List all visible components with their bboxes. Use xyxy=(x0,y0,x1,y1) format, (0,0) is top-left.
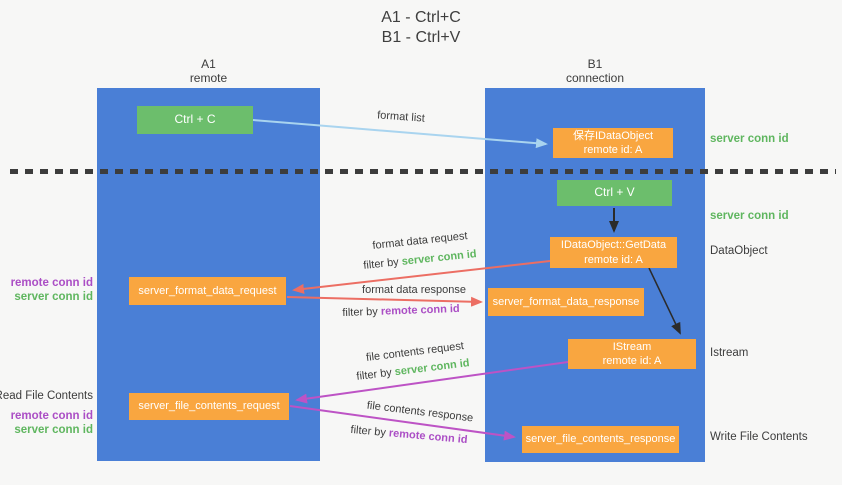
dataobject-label: DataObject xyxy=(710,245,768,257)
filter-by-text: filter by xyxy=(362,255,403,272)
remote-conn-id-text: remote conn id xyxy=(380,302,460,318)
save-idataobject-line1: 保存IDataObject xyxy=(572,129,654,142)
ctrl-v-label: Ctrl + V xyxy=(594,185,635,200)
lane-a1-name: A1 xyxy=(201,57,216,71)
filter-by-remote-conn-id-label-2: filter by remote conn id xyxy=(350,424,468,446)
idataobject-getdata-node: IDataObject::GetData remote id: A xyxy=(550,237,677,268)
ctrl-v-node: Ctrl + V xyxy=(557,180,672,206)
filter-by-text: filter by xyxy=(355,366,396,383)
server-file-contents-request-node: server_file_contents_request xyxy=(129,393,289,420)
left-remote-conn-id-label-1: remote conn id xyxy=(10,277,93,289)
left-server-conn-id-label-1: server conn id xyxy=(14,291,93,303)
server-format-data-request-node: server_format_data_request xyxy=(129,277,286,305)
ctrl-c-node: Ctrl + C xyxy=(137,106,253,134)
left-server-conn-id-label-2: server conn id xyxy=(14,424,93,436)
diagram-title: A1 - Ctrl+C B1 - Ctrl+V xyxy=(0,8,842,48)
save-idataobject-line2: remote id: A xyxy=(583,144,643,156)
title-line-a1: A1 - Ctrl+C xyxy=(381,9,461,26)
filter-by-remote-conn-id-label-1: filter by remote conn id xyxy=(342,303,460,319)
title-line-b1: B1 - Ctrl+V xyxy=(381,29,461,46)
right-server-conn-id-top-label: server conn id xyxy=(710,133,789,145)
getdata-line2: remote id: A xyxy=(584,253,643,266)
lane-header-b1: B1 connection xyxy=(485,57,705,85)
istream-side-label: Istream xyxy=(710,347,749,359)
file-contents-response-label: file contents response xyxy=(366,399,474,425)
dotted-separator-line xyxy=(10,169,836,174)
filter-by-text: filter by xyxy=(342,305,382,320)
server-conn-id-text: server conn id xyxy=(394,357,471,379)
server-file-contents-response-node: server_file_contents_response xyxy=(522,426,679,453)
read-file-contents-label: Read File Contents xyxy=(0,390,93,402)
filter-by-server-conn-id-label-1: filter by server conn id xyxy=(363,248,477,272)
file-request-label: server_file_contents_request xyxy=(138,400,280,413)
file-response-label: server_file_contents_response xyxy=(525,433,676,446)
format-request-label: server_format_data_request xyxy=(138,284,277,297)
server-conn-id-text: server conn id xyxy=(401,248,478,268)
save-idataobject-node: 保存IDataObject remote id: A xyxy=(553,128,673,158)
format-response-label: server_format_data_response xyxy=(492,295,640,308)
lane-b1-name: B1 xyxy=(587,57,603,71)
istream-node: IStream remote id: A xyxy=(568,339,696,369)
format-list-label: format list xyxy=(376,109,426,125)
istream-line2: remote id: A xyxy=(602,355,662,367)
lane-header-a1: A1 remote xyxy=(97,57,320,85)
istream-line1: IStream xyxy=(612,340,652,353)
remote-conn-id-text: remote conn id xyxy=(388,427,468,447)
left-remote-conn-id-label-2: remote conn id xyxy=(10,410,93,422)
right-server-conn-id-mid-label: server conn id xyxy=(710,210,789,222)
lane-b1-subtitle: connection xyxy=(565,71,625,85)
write-file-contents-label: Write File Contents xyxy=(710,431,808,443)
server-format-data-response-node: server_format_data_response xyxy=(488,288,644,316)
filter-by-text: filter by xyxy=(350,423,390,440)
format-data-request-label: format data request xyxy=(371,230,469,252)
format-data-response-label: format data response xyxy=(362,284,466,296)
ctrl-c-label: Ctrl + C xyxy=(174,112,216,127)
getdata-line1: IDataObject::GetData xyxy=(560,239,667,252)
lane-a1-subtitle: remote xyxy=(189,71,228,85)
